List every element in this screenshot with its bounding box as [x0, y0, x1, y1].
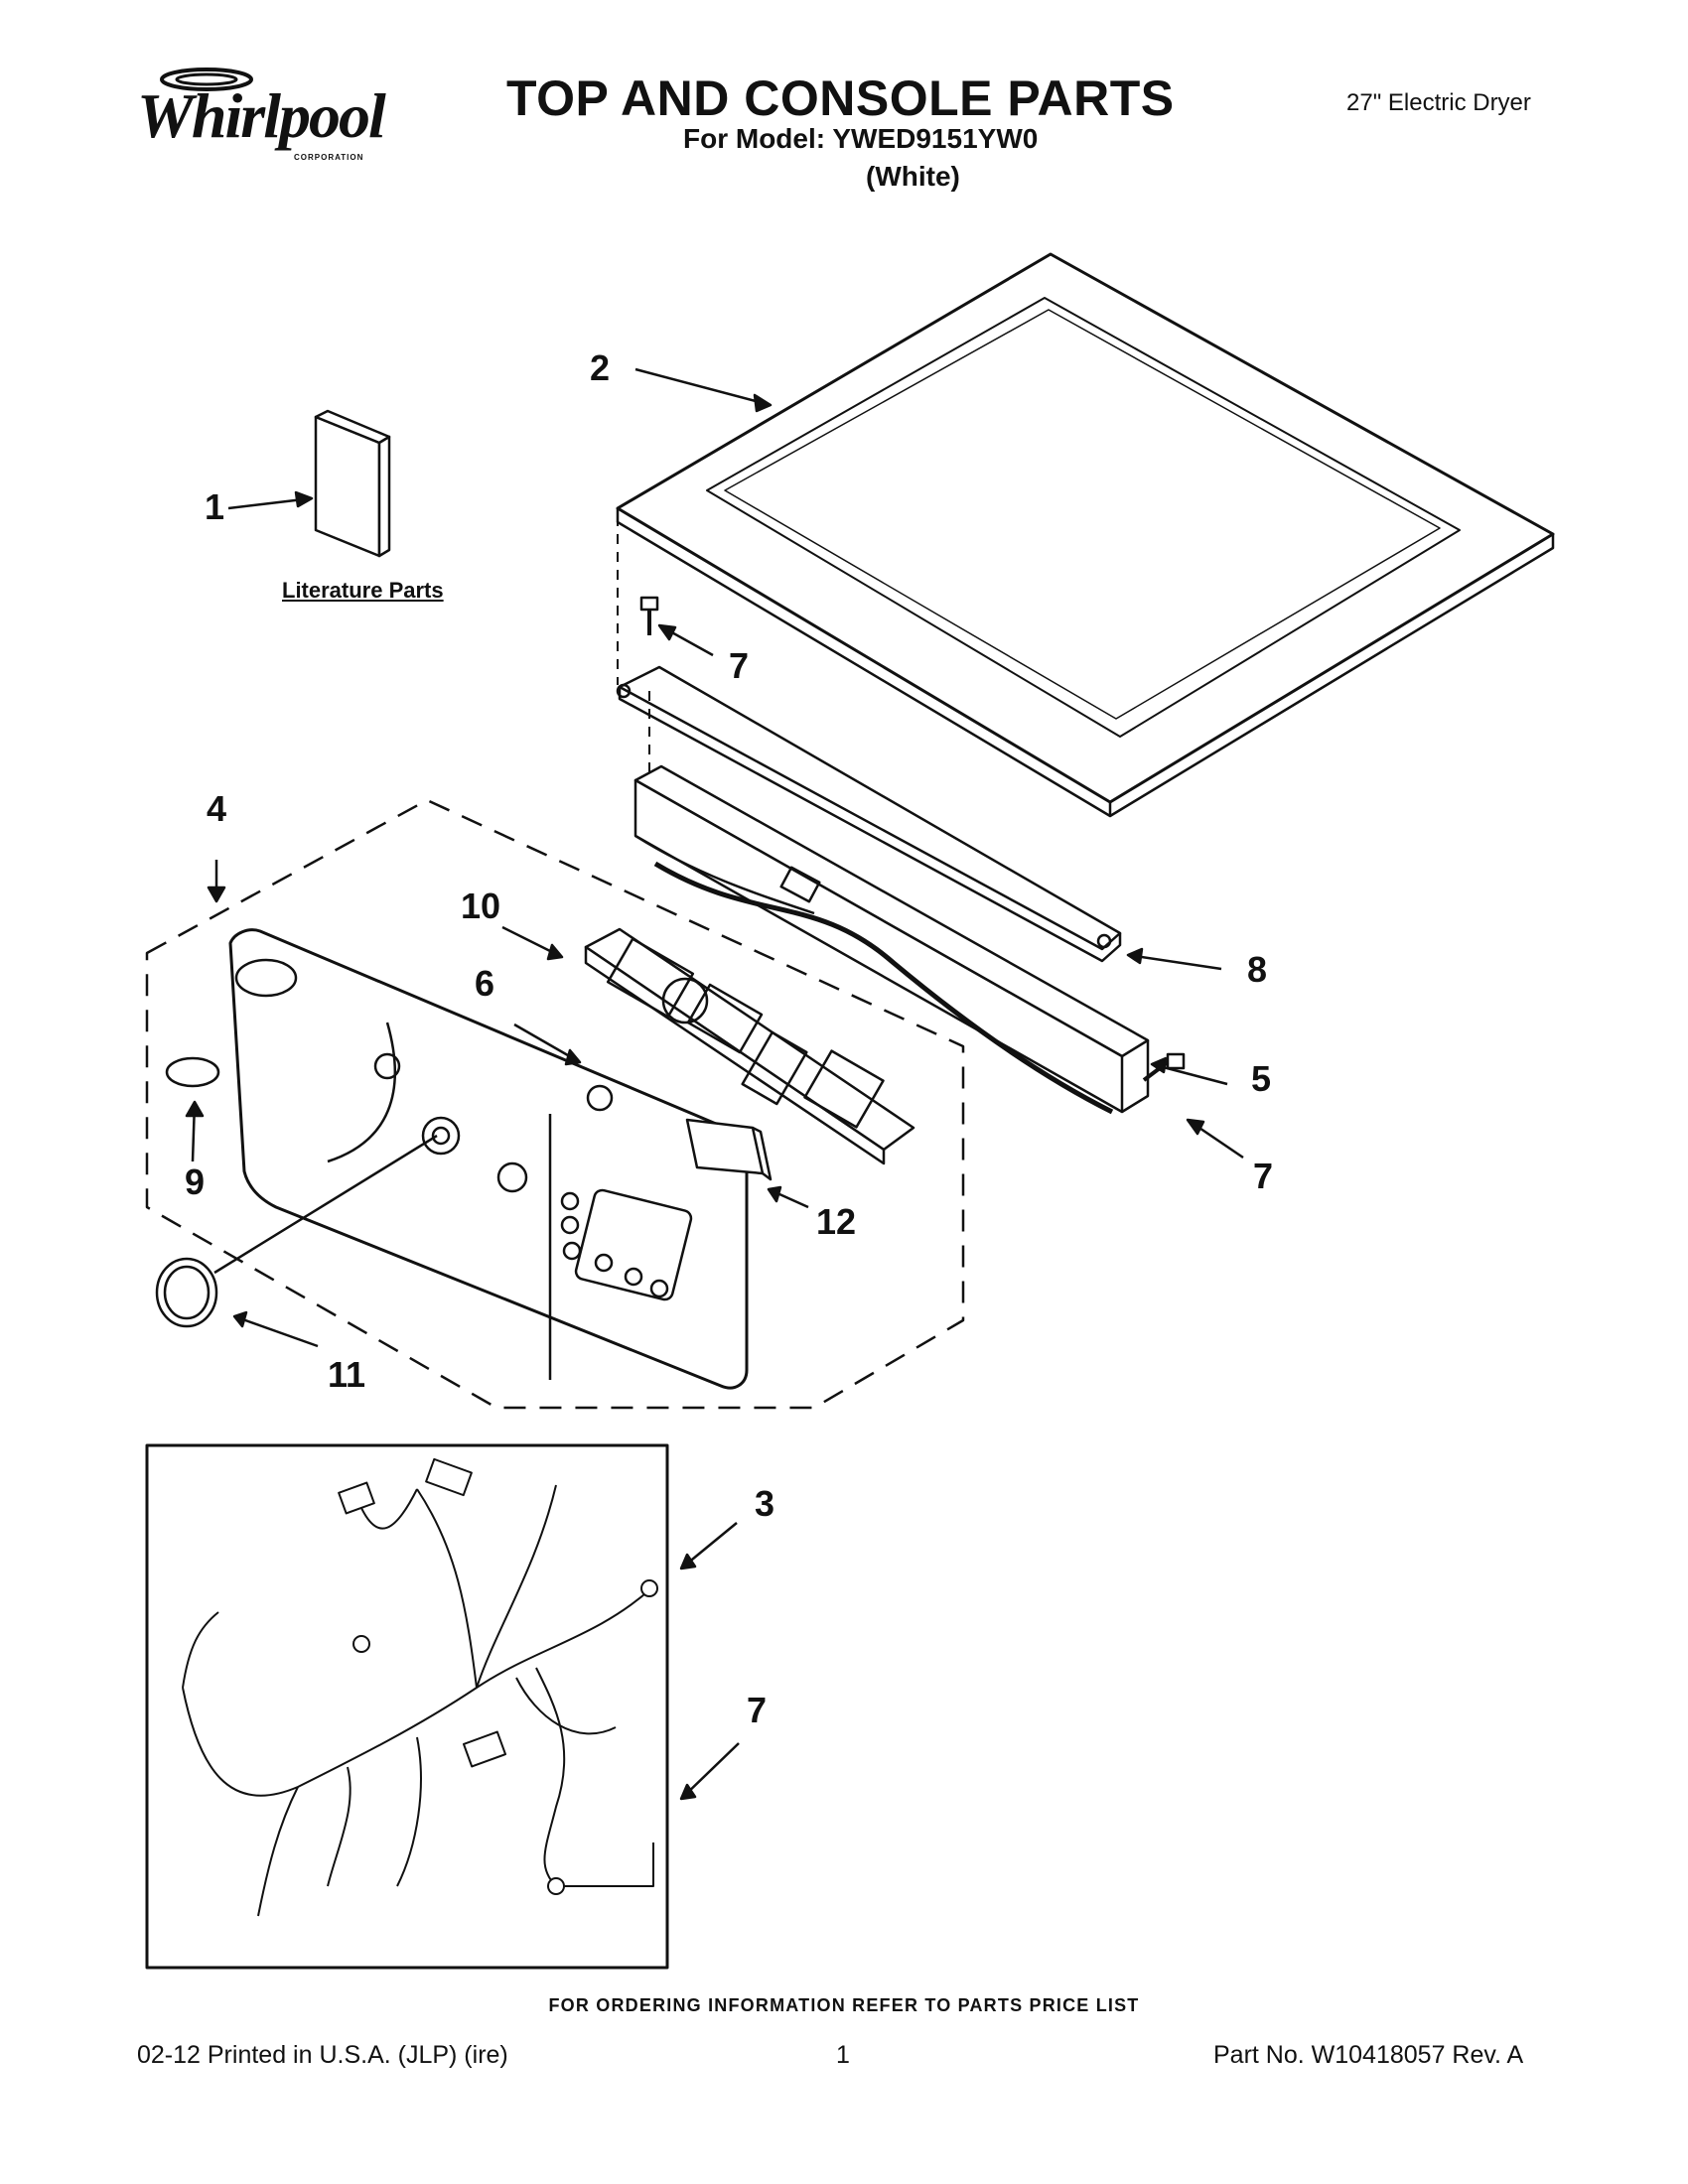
callout-8: 8: [1247, 949, 1268, 990]
literature-booklet: [314, 409, 391, 558]
console-panel: [228, 928, 749, 1390]
print-info: 02-12 Printed in U.S.A. (JLP) (ire): [137, 2041, 508, 2069]
logo-swoosh-icon: [160, 68, 253, 91]
callout-9: 9: [185, 1161, 206, 1202]
wire-harness-box: [145, 1443, 669, 1970]
bezel-ring: [165, 1056, 220, 1088]
console-back-panel: [633, 764, 1150, 1115]
literature-parts-label: Literature Parts: [282, 578, 444, 603]
callout-4: 4: [207, 788, 227, 829]
callout-5: 5: [1251, 1058, 1272, 1099]
callout-7-harness: 7: [747, 1690, 768, 1730]
callout-2: 2: [590, 347, 611, 388]
leader-lines: [185, 367, 1244, 1801]
brand-name: Whirlpool: [137, 80, 386, 151]
knob-shaft-line: [213, 1134, 438, 1275]
brand-sub: CORPORATION: [294, 153, 364, 162]
top-bracket: [616, 665, 1122, 963]
screw-top: [639, 596, 659, 635]
callout-10: 10: [461, 886, 501, 926]
control-board: [584, 927, 915, 1165]
display-lens: [685, 1118, 773, 1181]
callout-1: 1: [205, 486, 225, 527]
encoder-disc: [586, 1084, 614, 1112]
callout-3: 3: [755, 1483, 775, 1524]
callout-12: 12: [816, 1201, 857, 1242]
callout-7-top: 7: [729, 645, 750, 686]
ordering-note: FOR ORDERING INFORMATION REFER TO PARTS …: [548, 1995, 1140, 2015]
callout-6: 6: [475, 963, 495, 1004]
control-knob: [155, 1257, 218, 1328]
model-line: For Model: YWED9151YW0: [683, 123, 1039, 154]
part-number: Part No. W10418057 Rev. A: [1213, 2041, 1524, 2069]
page-title: TOP AND CONSOLE PARTS: [506, 70, 1175, 126]
whirlpool-logo: Whirlpool CORPORATION: [137, 62, 395, 191]
page-number: 1: [836, 2041, 850, 2069]
callout-7-right: 7: [1253, 1156, 1274, 1196]
console-assembly-outline: [145, 798, 965, 1410]
callout-11: 11: [328, 1354, 366, 1395]
color-line: (White): [866, 161, 960, 192]
product-type: 27" Electric Dryer: [1346, 89, 1531, 116]
wire-harness: [182, 1457, 658, 1917]
